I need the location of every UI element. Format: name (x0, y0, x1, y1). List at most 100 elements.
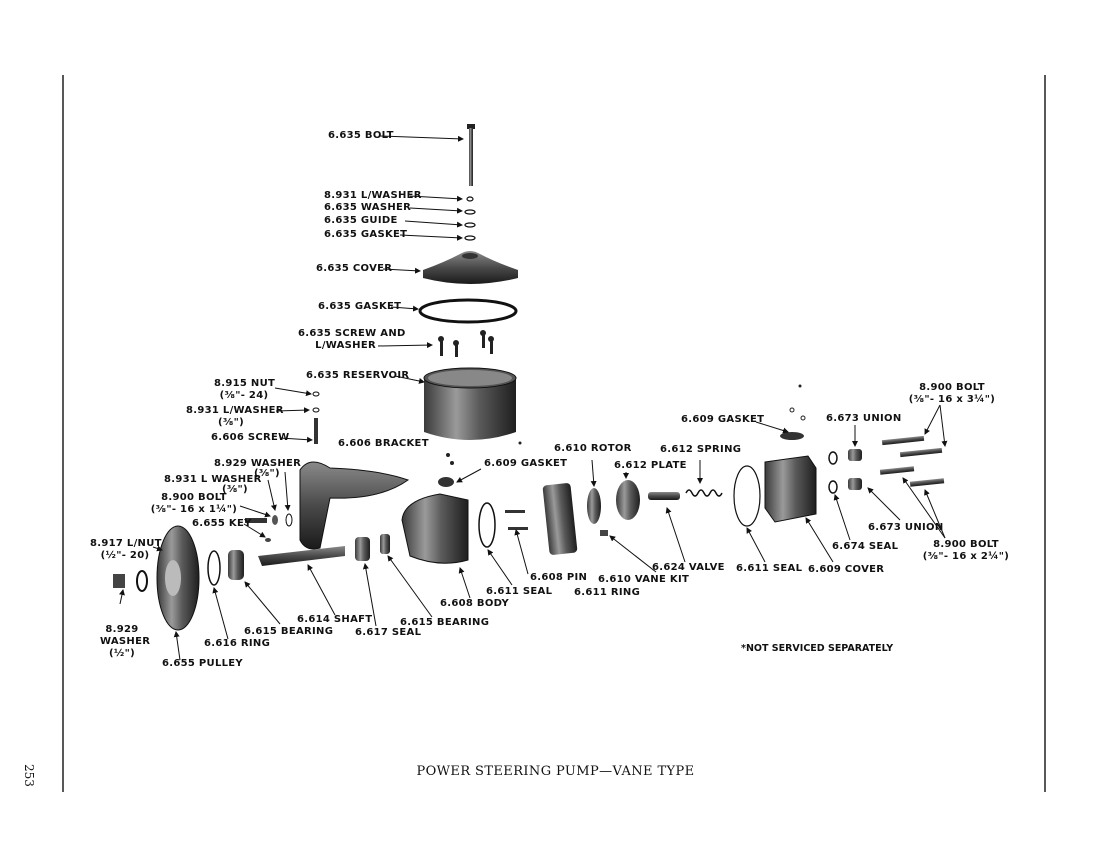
label-screw-lwasher: 6.635 SCREW AND L/WASHER (298, 328, 406, 352)
gasket-609b-part (780, 384, 806, 440)
label-seal-674: 6.674 SEAL (832, 541, 899, 552)
pins-part (505, 510, 528, 530)
label-lwasher-931-left-1: 8.931 L/WASHER (186, 405, 284, 416)
label-ring-611: 6.611 RING (574, 587, 641, 598)
label-washer-929b: 8.929 WASHER (½") (100, 624, 151, 660)
figure-caption: POWER STEERING PUMP—VANE TYPE (416, 764, 695, 779)
label-gasket-top: 6.635 GASKET (324, 229, 408, 240)
seal-611a-part (478, 502, 496, 548)
label-washer-top: 6.635 WASHER (324, 202, 412, 213)
label-screw-lwasher-1: 6.635 SCREW AND (298, 328, 406, 339)
label-nut-917: 8.917 L/NUT (½"- 20) (90, 538, 162, 562)
seal-617-part (380, 534, 390, 554)
gasket-ring-part (418, 298, 518, 324)
label-bolt-900-2: (⅜"- 16 x 1¼") (150, 504, 238, 515)
label-lwasher-931-left: 8.931 L/WASHER (⅜") (186, 405, 284, 429)
label-bolt-900c-1: 8.900 BOLT (933, 539, 999, 550)
label-union-673a: 6.673 UNION (826, 413, 902, 424)
body-part (401, 493, 469, 564)
label-valve: 6.624 VALVE (652, 562, 725, 573)
label-bolt-top: 6.635 BOLT (328, 130, 394, 141)
seals-674-part (828, 451, 838, 494)
shaft-part (258, 546, 345, 566)
label-cover-top: 6.635 COVER (316, 263, 393, 274)
label-washer-929b-3: (½") (109, 648, 135, 659)
left-small-parts (245, 391, 320, 542)
label-plate: 6.612 PLATE (614, 460, 687, 471)
label-gasket-609a: 6.609 GASKET (484, 458, 568, 469)
label-nut-917-1: 8.917 L/NUT (90, 538, 162, 549)
label-nut-917-2: (½"- 20) (100, 550, 150, 561)
top-washers-part (464, 196, 476, 241)
rotor-part (587, 488, 601, 524)
plate-housing-part (542, 483, 578, 555)
bearing-615a-part (228, 550, 244, 580)
vane-kit-part (600, 530, 608, 536)
label-lwasher-931-1: 8.931 L WASHER (164, 474, 262, 485)
label-seal-617: 6.617 SEAL (355, 627, 422, 638)
label-rotor: 6.610 ROTOR (554, 443, 632, 454)
label-lwasher-931-2: (⅜") (222, 484, 248, 495)
small-parts-mid (438, 441, 522, 487)
label-nut-915-2: (⅜"- 24) (219, 390, 269, 401)
label-bolt-900: 8.900 BOLT (⅜"- 16 x 1¼") (146, 492, 242, 516)
label-bolt-900b: 8.900 BOLT (⅜"- 16 x 3¼") (900, 382, 1004, 406)
label-vane-kit: 6.610 VANE KIT (598, 574, 690, 585)
label-screw-606: 6.606 SCREW (211, 432, 290, 443)
label-seal-611a: 6.611 SEAL (486, 586, 553, 597)
label-pulley: 6.655 PULLEY (162, 658, 243, 669)
label-washer-929b-1: 8.929 (105, 624, 139, 635)
cover-part (423, 251, 518, 284)
label-bolt-900b-1: 8.900 BOLT (919, 382, 985, 393)
label-shaft: 6.614 SHAFT (297, 614, 373, 625)
label-bolt-900-1: 8.900 BOLT (161, 492, 227, 503)
label-nut-915-1: 8.915 NUT (214, 378, 276, 389)
label-lwasher-top: 8.931 L/WASHER (324, 190, 422, 201)
label-bolt-900b-2: (⅜"- 16 x 3¼") (908, 394, 996, 405)
label-lwasher-931: 8.931 L WASHER (⅜") (164, 474, 262, 495)
label-bolt-900c: 8.900 BOLT (⅜"- 16 x 2¼") (914, 539, 1018, 563)
bearing-615b-part (355, 537, 370, 561)
label-bearing-615a: 6.615 BEARING (244, 626, 334, 637)
bolt-part (467, 124, 475, 186)
reservoir-part (423, 367, 517, 440)
ring-616-part (207, 550, 221, 586)
seal-611b-part (733, 465, 761, 527)
label-body: 6.608 BODY (440, 598, 510, 609)
label-washer-929-1: 8.929 WASHER (214, 458, 302, 469)
label-bearing-615b: 6.615 BEARING (400, 617, 490, 628)
label-guide: 6.635 GUIDE (324, 215, 398, 226)
label-gasket-mid: 6.635 GASKET (318, 301, 402, 312)
not-serviced-note: *NOT SERVICED SEPARATELY (741, 643, 894, 654)
label-bracket: 6.606 BRACKET (338, 438, 429, 449)
label-washer-929b-2: WASHER (100, 636, 151, 647)
label-gasket-609b: 6.609 GASKET (681, 414, 765, 425)
plate-612-part (616, 480, 640, 520)
bolts-right-part (879, 435, 945, 487)
label-pin: 6.608 PIN (530, 572, 588, 583)
spring-part (685, 489, 723, 497)
label-washer-929-2: (⅜") (254, 468, 280, 479)
bracket-part (299, 461, 410, 550)
unions-part (848, 449, 862, 490)
cover-609-part (764, 455, 817, 523)
valve-part (648, 492, 680, 500)
page-number: 253 (22, 764, 36, 787)
label-lwasher-931-left-2: (⅜") (218, 417, 244, 428)
label-spring: 6.612 SPRING (660, 444, 742, 455)
label-reservoir: 6.635 RESERVOIR (306, 370, 410, 381)
label-cover-609: 6.609 COVER (808, 564, 885, 575)
label-seal-611b: 6.611 SEAL (736, 563, 803, 574)
label-bolt-900c-2: (⅜"- 16 x 2¼") (922, 551, 1010, 562)
label-union-673b: 6.673 UNION (868, 522, 944, 533)
label-screw-lwasher-2: L/WASHER (315, 340, 376, 351)
label-nut-915: 8.915 NUT (⅜"- 24) (214, 378, 276, 402)
pulley-nut-washer (113, 570, 148, 592)
pulley-part (156, 525, 200, 631)
label-washer-929: 8.929 WASHER (⅜") (214, 458, 302, 479)
label-key: 6.655 KEY (192, 518, 252, 529)
label-ring-616: 6.616 RING (204, 638, 271, 649)
screws-part (438, 330, 494, 357)
